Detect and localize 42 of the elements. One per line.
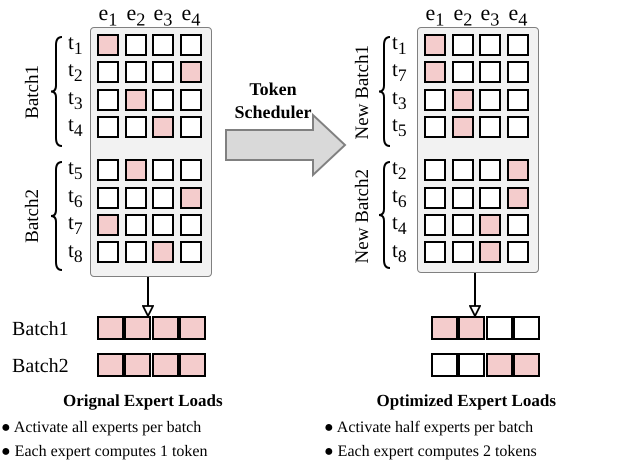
group-label: New Batch2 (352, 169, 372, 264)
grid-panel (90, 27, 212, 277)
group-label: New Batch1 (352, 45, 372, 140)
token-label: t$_{5}$ (392, 114, 407, 140)
group-label: Batch2 (22, 189, 42, 243)
token-label: t$_{1}$ (392, 32, 407, 58)
column-header: e$_{4}$ (182, 2, 200, 29)
column-header: e$_{1}$ (98, 2, 118, 29)
token-label: t$_{2}$ (68, 59, 83, 85)
token-label: t$_{5}$ (68, 157, 83, 183)
token-label: t$_{1}$ (68, 32, 83, 58)
token-label: t$_{4}$ (68, 114, 83, 140)
token-label: t$_{3}$ (392, 87, 407, 113)
batch-label: Batch2 (12, 356, 69, 376)
caption-heading: Orignal Expert Loads (63, 392, 223, 409)
token-label: t$_{8}$ (392, 240, 407, 266)
token-label: t$_{3}$ (68, 87, 83, 113)
column-header: e$_{3}$ (154, 2, 172, 29)
bullet-text: ● Each expert computes 1 token (1, 444, 208, 460)
token-label: t$_{7}$ (68, 212, 83, 238)
bullet-text: ● Activate half experts per batch (324, 420, 534, 436)
edge-label: Token Scheduler (233, 78, 312, 124)
token-label: t$_{6}$ (392, 185, 407, 211)
column-header: e$_{3}$ (480, 2, 500, 29)
token-label: t$_{6}$ (68, 185, 83, 211)
block-arrow (225, 112, 346, 178)
bullet-text: ● Activate all experts per batch (1, 420, 202, 436)
token-label: t$_{7}$ (392, 59, 407, 85)
column-header: e$_{2}$ (126, 2, 146, 29)
arrow (469, 273, 481, 317)
token-label: t$_{8}$ (68, 240, 83, 266)
token-label: t$_{2}$ (392, 157, 407, 183)
caption-heading: Optimized Expert Loads (376, 392, 556, 409)
batch-label: Batch1 (12, 319, 69, 339)
group-label: Batch1 (22, 65, 42, 119)
arrow (142, 277, 154, 317)
token-label: t$_{4}$ (392, 212, 407, 238)
column-header: e$_{1}$ (426, 2, 444, 29)
bullet-text: ● Each expert computes 2 tokens (324, 444, 537, 460)
grid-panel (417, 27, 539, 273)
column-header: e$_{2}$ (454, 2, 472, 29)
column-header: e$_{4}$ (508, 2, 528, 29)
